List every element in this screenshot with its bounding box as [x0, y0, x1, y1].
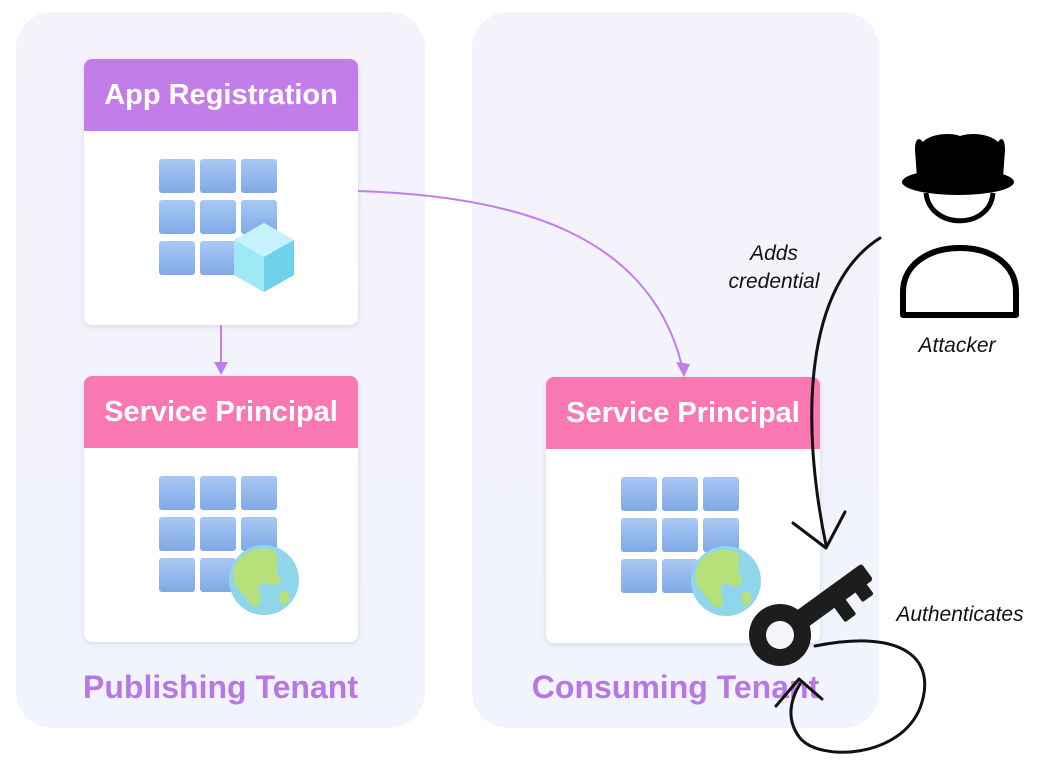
adds-credential-line2: credential	[728, 270, 820, 293]
app-registration-card: App Registration	[84, 59, 358, 325]
consuming-tenant-label: Consuming Tenant	[531, 669, 820, 705]
publishing-service-principal-title: Service Principal	[84, 376, 358, 448]
consuming-service-principal-card: Service Principal	[546, 377, 820, 643]
enterprise-app-globe-icon	[621, 477, 761, 616]
attacker-label: Attacker	[918, 334, 996, 357]
app-registration-title: App Registration	[84, 59, 358, 131]
adds-credential-line1: Adds	[750, 242, 798, 265]
consuming-service-principal-title: Service Principal	[546, 377, 820, 449]
attacker-icon	[900, 134, 1019, 318]
publishing-service-principal-card: Service Principal	[84, 376, 358, 642]
enterprise-app-globe-icon	[159, 476, 299, 615]
app-registration-icon	[159, 159, 294, 292]
authenticates-label: Authenticates	[896, 603, 1024, 626]
adds-credential-label: Adds credential	[700, 240, 848, 296]
publishing-tenant-label: Publishing Tenant	[83, 669, 358, 705]
